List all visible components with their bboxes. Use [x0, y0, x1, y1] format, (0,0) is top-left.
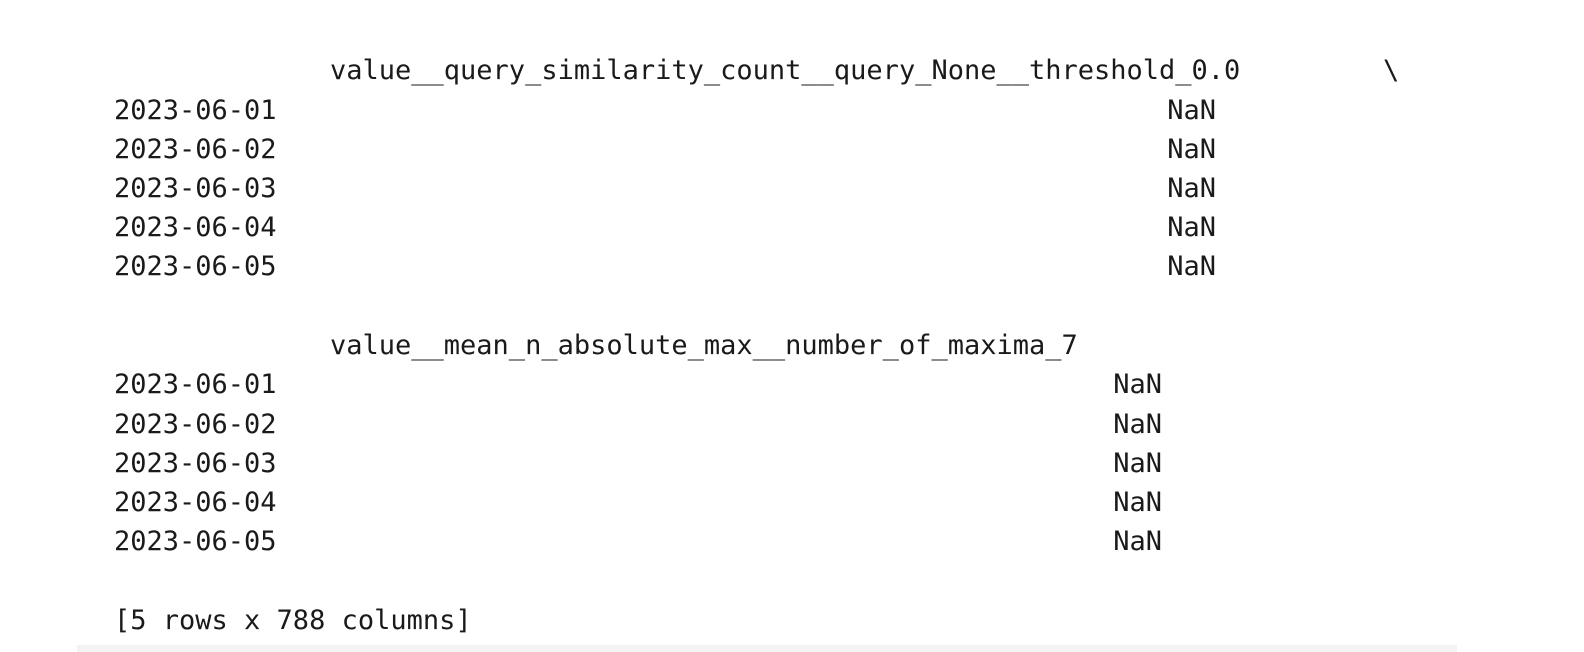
cell-value: NaN [1167, 251, 1216, 282]
row-index: 2023-06-04 [114, 212, 277, 243]
cell-value: NaN [1113, 448, 1162, 479]
row-index: 2023-06-03 [114, 173, 277, 204]
row-index: 2023-06-01 [114, 95, 277, 126]
cell-value: NaN [1167, 134, 1216, 165]
cell-value: NaN [1113, 369, 1162, 400]
row-index: 2023-06-02 [114, 134, 277, 165]
cell-value: NaN [1167, 95, 1216, 126]
row-index: 2023-06-05 [114, 251, 277, 282]
line-continuation-mark: \ [1383, 55, 1400, 86]
cell-value: NaN [1113, 526, 1162, 557]
cell-value: NaN [1113, 487, 1162, 518]
cell-value: NaN [1167, 212, 1216, 243]
row-index: 2023-06-02 [114, 409, 277, 440]
column-header-query-similarity: value__query_similarity_count__query_Non… [330, 55, 1241, 86]
output-bottom-border [77, 645, 1457, 652]
row-index: 2023-06-04 [114, 487, 277, 518]
cell-value: NaN [1113, 409, 1162, 440]
row-index: 2023-06-03 [114, 448, 277, 479]
cell-value: NaN [1167, 173, 1216, 204]
row-index: 2023-06-05 [114, 526, 277, 557]
cell-output-area [77, 0, 1457, 645]
column-header-mean-n-absolute-max: value__mean_n_absolute_max__number_of_ma… [330, 330, 1078, 361]
dataframe-shape-summary: [5 rows x 788 columns] [114, 605, 472, 636]
row-index: 2023-06-01 [114, 369, 277, 400]
